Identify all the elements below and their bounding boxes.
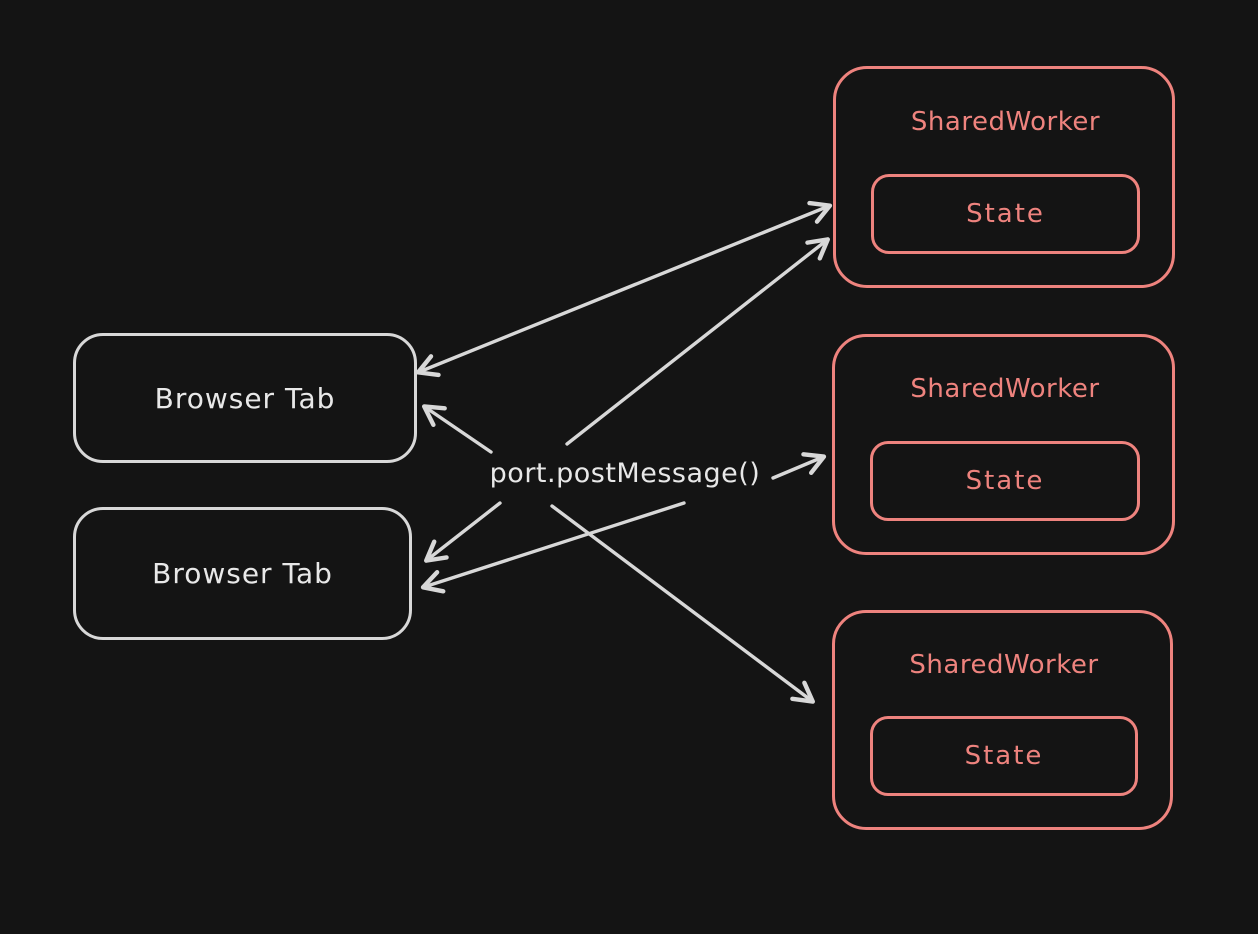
state-box: State: [871, 174, 1140, 254]
shared-worker-box-3: SharedWorker State: [832, 610, 1173, 830]
shared-worker-title-area: SharedWorker: [871, 69, 1140, 174]
shared-worker-title-area: SharedWorker: [870, 337, 1140, 441]
post-message-label: port.postMessage(): [489, 458, 761, 489]
browser-tab-box-1: Browser Tab: [73, 333, 417, 463]
state-box: State: [870, 716, 1138, 796]
shared-worker-box-2: SharedWorker State: [832, 334, 1175, 555]
arrow-center-to-worker2: [771, 452, 827, 480]
shared-worker-box-1: SharedWorker State: [833, 66, 1175, 288]
browser-tab-label: Browser Tab: [152, 557, 333, 590]
browser-tab-box-2: Browser Tab: [73, 507, 412, 640]
arrow-center-to-worker3: [550, 504, 815, 704]
state-box: State: [870, 441, 1140, 521]
arrow-tab1-worker1-bidirectional: [415, 200, 833, 378]
shared-worker-title-area: SharedWorker: [870, 613, 1138, 716]
arrow-center-to-worker1: [565, 237, 830, 446]
browser-tab-label: Browser Tab: [154, 381, 336, 415]
arrow-center-to-tab2-long: [420, 501, 686, 594]
state-label: State: [966, 199, 1045, 229]
state-label: State: [964, 741, 1044, 771]
shared-worker-label: SharedWorker: [909, 649, 1099, 680]
state-label: State: [965, 466, 1045, 496]
arrow-center-to-tab1: [421, 404, 493, 454]
shared-worker-label: SharedWorker: [910, 374, 1100, 404]
shared-worker-label: SharedWorker: [910, 106, 1101, 137]
arrow-center-to-tab2-short: [424, 501, 502, 563]
